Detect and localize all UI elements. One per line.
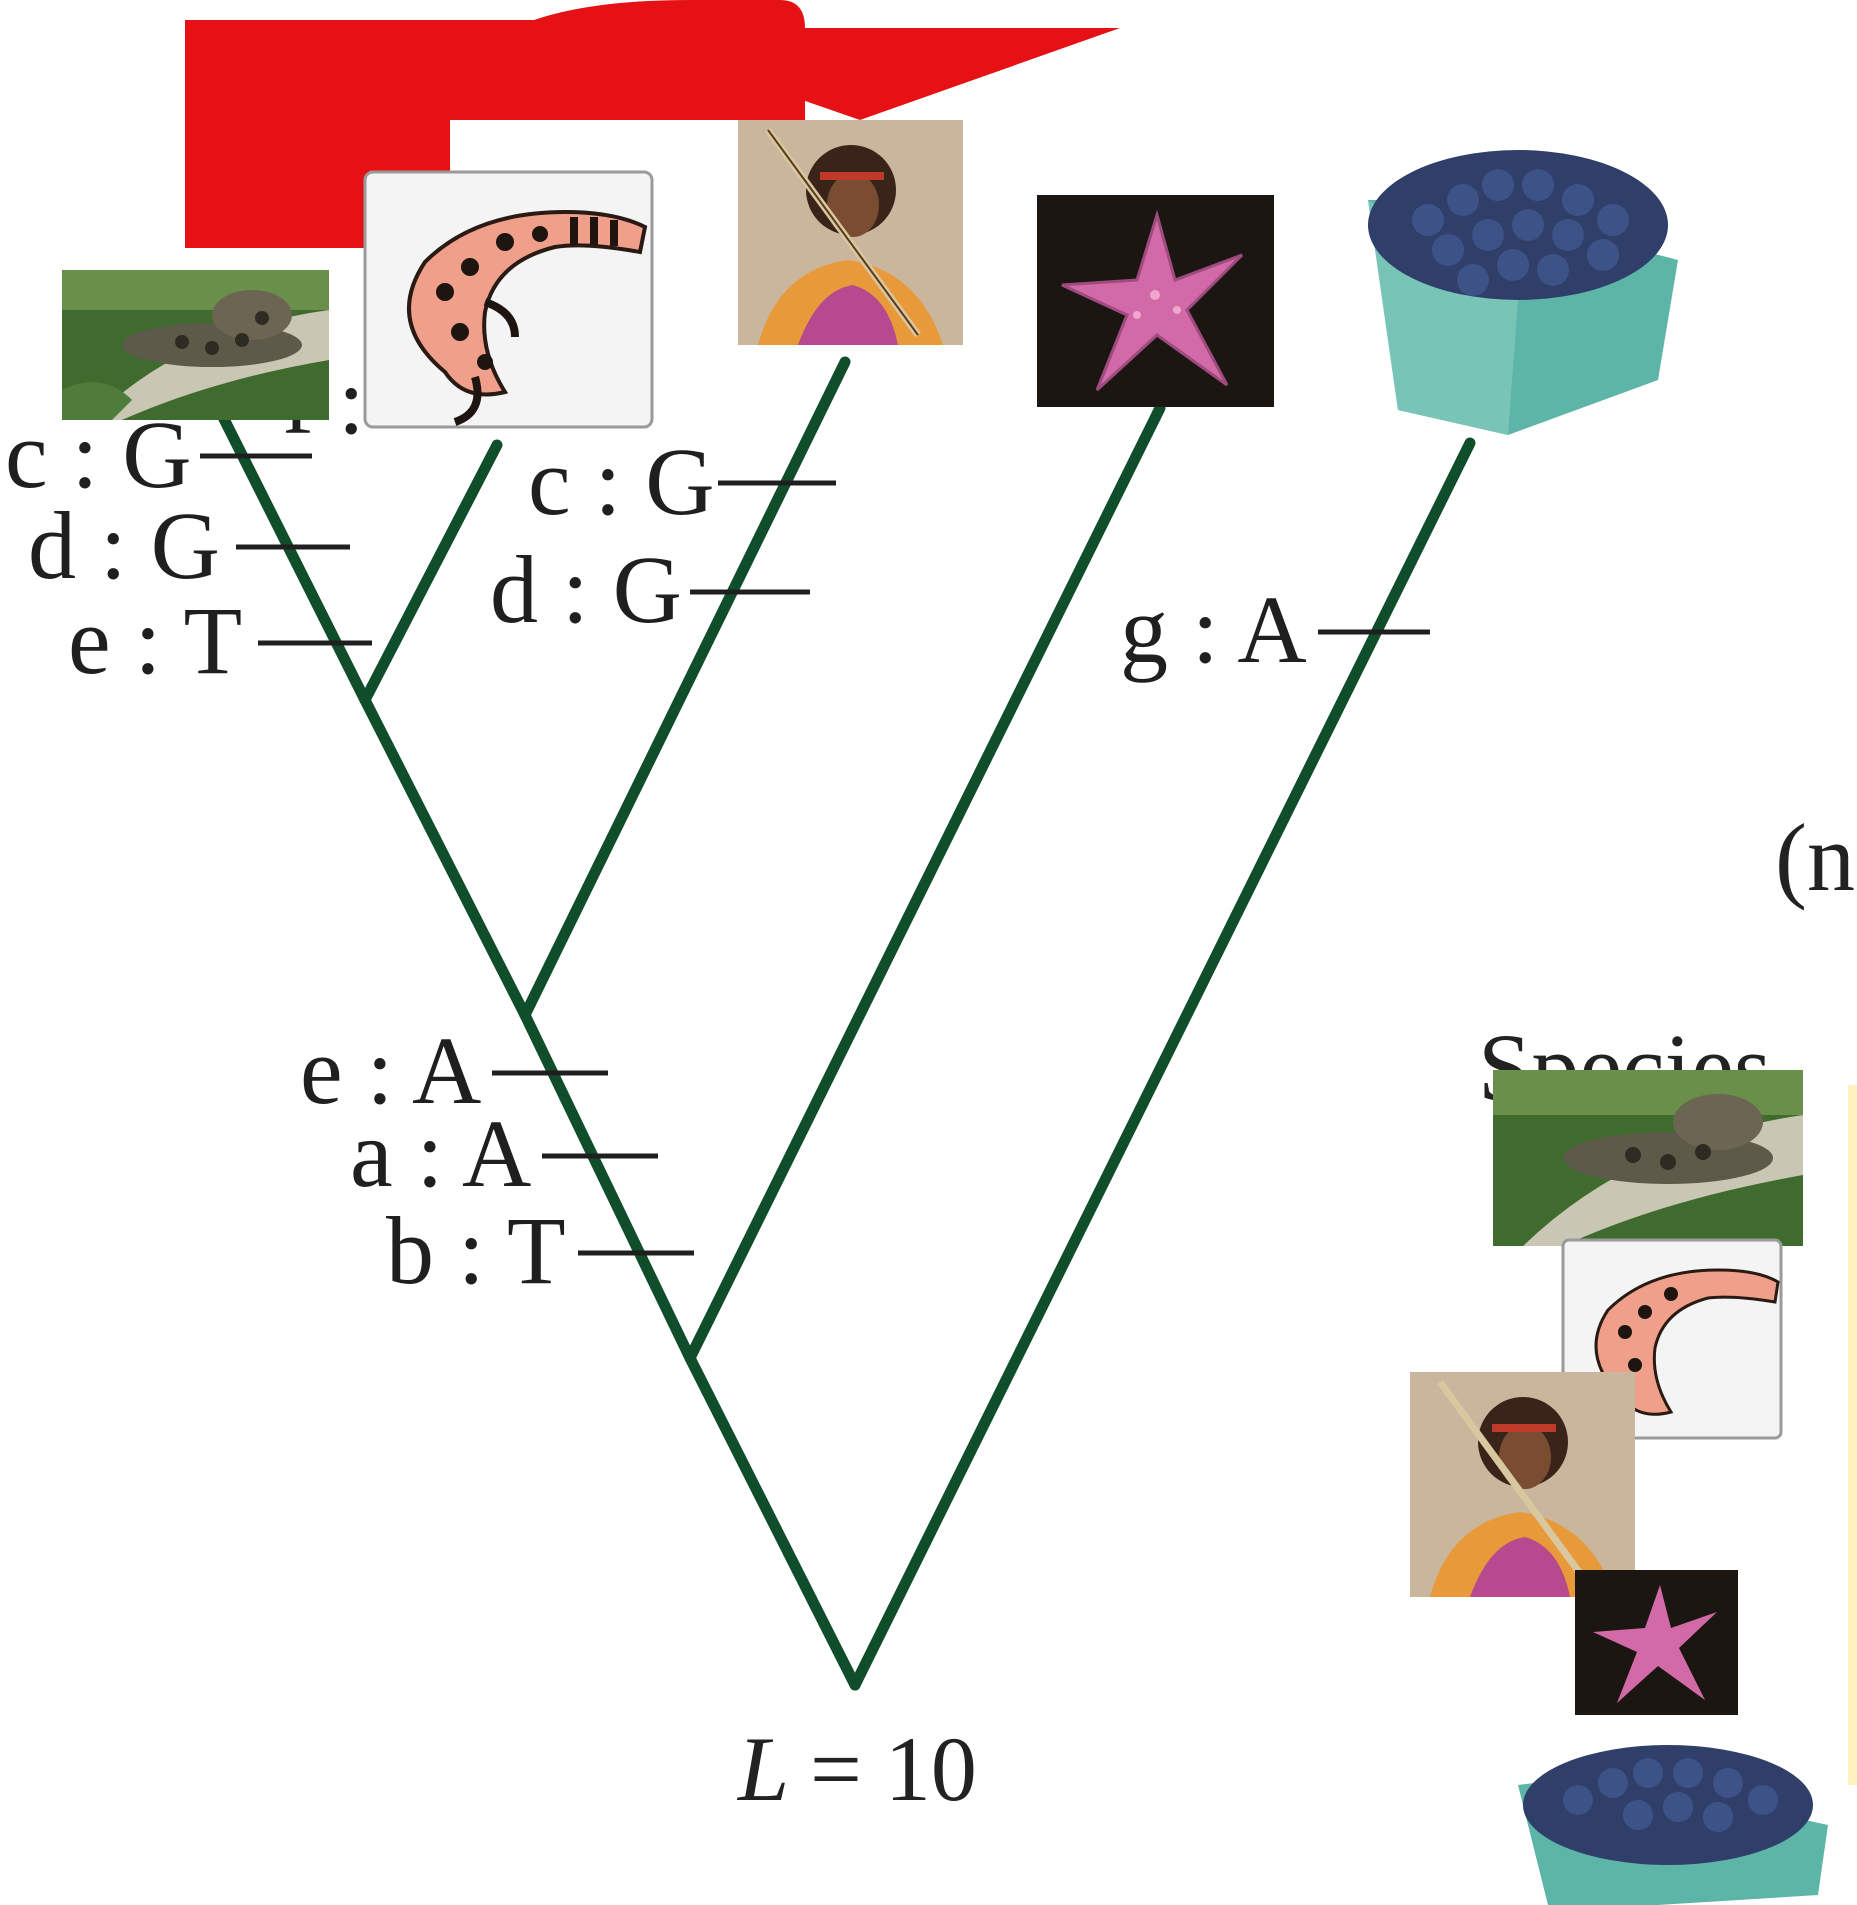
label-human-d: d : G [490,536,682,643]
paren-fragment: (n [1775,804,1855,911]
label-trunk-e: e : A [300,1017,481,1124]
label-blueberry-g: g : A [1120,576,1307,683]
arrow-shaft [185,0,805,248]
branch-vertebrate-stem [519,1009,696,1364]
label-snake-e: e : T [68,587,242,694]
starfish-icon [1575,1570,1738,1715]
arrow-head [595,28,1120,120]
branch-starfish [684,402,1166,1364]
branch-blueberry [849,437,1476,1691]
score-value: = 10 [810,1718,977,1820]
human-guitarist-icon [738,120,963,345]
blueberry-icon [1368,150,1678,435]
branch-gila [359,439,503,706]
branch-snake [216,409,371,706]
tree-length-score: L = 10 [736,1718,977,1820]
branch-animal-stem [684,1352,861,1691]
snake-icon [62,270,329,420]
red-arrow [185,0,1120,248]
label-trunk-b: b : T [386,1197,566,1304]
score-variable: L [736,1718,789,1820]
label-human-c: c : G [528,428,715,535]
human-guitarist-icon [1410,1372,1635,1597]
mutation-ticks [200,453,1430,1256]
starfish-icon [1037,195,1274,407]
highlight-box-edge [1848,1085,1857,1785]
blueberry-icon [1518,1745,1828,1905]
branch-reptile-stem [359,694,531,1021]
gila-monster-icon [363,170,654,429]
branch-human [519,356,851,1021]
label-trunk-a: a : A [350,1100,531,1207]
mutation-labels: c : G d : G e : T f : c : G d : G g : A … [5,347,1307,1304]
snake-icon [1493,1070,1803,1246]
label-snake-d: d : G [28,492,220,599]
